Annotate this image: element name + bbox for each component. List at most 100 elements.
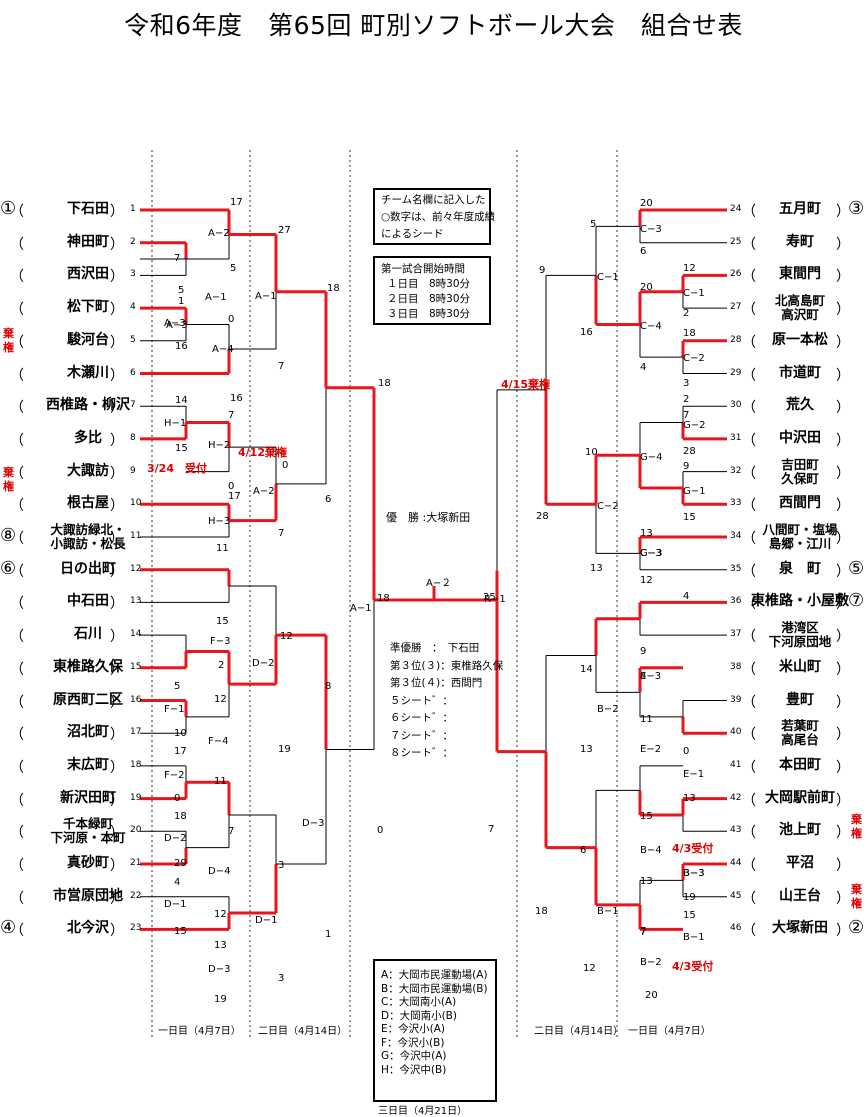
team-number: 8 (130, 432, 136, 443)
team-number: 31 (730, 432, 742, 443)
team-name: 真砂町 (67, 855, 109, 871)
paren-open: （ (742, 432, 756, 449)
score-label: 28 (683, 446, 696, 457)
team-name: 若葉町 高尾台 (781, 718, 819, 748)
seed-mark: ⑧ (0, 525, 17, 546)
score-label: 28 (536, 511, 549, 522)
score-label: 18 (535, 906, 548, 917)
winner-text: 優 勝 :大塚新田 (386, 511, 471, 524)
paren-open: （ (10, 531, 24, 547)
paren-close: ） (836, 432, 850, 449)
team-name: 神田町 (67, 233, 109, 250)
venue-line: C：大岡南小(A) (381, 996, 457, 1008)
team-number: 17 (130, 727, 142, 738)
paren-open: （ (10, 334, 24, 351)
score-label: 7 (278, 528, 285, 539)
forfeit-label: 棄権 (3, 326, 14, 354)
score-label: 7 (640, 926, 647, 937)
paren-open: （ (10, 236, 24, 253)
match-label: C−4 (640, 321, 662, 332)
score-label: 25 (483, 592, 496, 603)
match-label: H−1 (164, 418, 187, 429)
paren-close: ） (110, 400, 124, 417)
paren-open: （ (742, 400, 756, 417)
paren-open: （ (10, 923, 24, 940)
team-number: 34 (730, 531, 742, 541)
team-name: 本田町 (779, 756, 821, 773)
forfeit-label: 棄権 (851, 813, 862, 841)
seed-note-box: チーム名欄に記入した ○数字は、前々年度成績 によるシード (373, 188, 495, 245)
paren-open: （ (742, 792, 756, 809)
team-name: 東椎路久保 (53, 658, 123, 675)
paren-close: ） (110, 236, 124, 253)
score-label: 7 (683, 410, 690, 421)
match-label: D−3 (208, 964, 231, 975)
team-number: 11 (130, 531, 142, 541)
paren-close: ） (836, 923, 850, 940)
score-label: 15 (683, 512, 696, 523)
venue-line: E：今沢小(A) (381, 1023, 446, 1035)
day2-label-right: 二日目（4月14日） (534, 1026, 624, 1037)
result-line: 第３位(４)：西間門 (390, 677, 483, 689)
seed-mark: ⑦ (848, 590, 865, 612)
result-line: ８シート゛： (390, 747, 453, 759)
team-number: 37 (730, 629, 742, 640)
score-label: 18 (174, 811, 187, 822)
team-name: 池上町 (779, 822, 821, 839)
score-label: 17 (228, 491, 241, 502)
team-number: 39 (730, 694, 742, 705)
score-label: 20 (640, 198, 653, 209)
paren-close: ） (110, 204, 124, 220)
paren-open: （ (10, 694, 24, 711)
paren-open: （ (742, 629, 756, 646)
venue-line: F：今沢小(B) (381, 1036, 445, 1049)
team-name: 米山町 (779, 658, 821, 675)
team-name: 山王台 (779, 887, 821, 904)
score-label: 17 (230, 197, 243, 208)
score-label: 16 (175, 341, 188, 352)
team-name: 大諏訪緑北・ 小諏訪・松長 (50, 522, 126, 551)
start-time-box: 第一試合開始時間 １日目 8時30分 ２日目 8時30分 ３日目 8時30分 (373, 256, 491, 325)
score-label: 19 (214, 994, 227, 1005)
paren-close: ） (110, 858, 124, 874)
score-label: 11 (216, 543, 229, 554)
paren-close: ） (836, 498, 850, 515)
paren-open: （ (10, 204, 24, 220)
paren-close: ） (110, 531, 124, 547)
paren-close: ） (836, 759, 850, 776)
score-label: 13 (640, 876, 653, 887)
paren-close: ） (836, 334, 850, 351)
score-label: 2 (218, 660, 225, 671)
score-label: 0 (282, 460, 289, 471)
paren-open: （ (742, 465, 756, 482)
paren-close: ） (836, 465, 850, 482)
paren-open: （ (10, 629, 24, 646)
team-name: 西沢田 (67, 266, 109, 283)
score-label: 4 (640, 671, 647, 682)
score-label: 3 (278, 973, 285, 984)
receipt-note: 4/3受付 (672, 960, 714, 973)
score-label: 15 (216, 616, 229, 627)
paren-close: ） (836, 236, 850, 253)
paren-open: （ (10, 792, 24, 809)
score-label: 12 (583, 963, 596, 974)
paren-close: ） (110, 498, 124, 515)
score-label: 14 (175, 395, 188, 406)
score-label: 7 (228, 410, 235, 421)
paren-close: ） (836, 204, 850, 220)
paren-open: （ (10, 596, 24, 613)
score-label: 12 (640, 575, 653, 586)
team-number: 40 (730, 727, 742, 738)
match-label: D−1 (255, 915, 278, 926)
team-name: 末広町 (67, 756, 109, 773)
match-label: C−1 (597, 272, 619, 283)
team-name: 市営原団地 (53, 887, 123, 904)
score-label: 13 (214, 940, 227, 951)
day3-label: 三日目（4月21日） (378, 1106, 468, 1117)
team-name: 荒久 (786, 397, 814, 414)
team-name: 五月町 (779, 201, 821, 217)
team-number: 29 (730, 367, 742, 378)
paren-open: （ (742, 204, 756, 220)
team-name: 平沼 (786, 855, 814, 871)
score-label: 2 (683, 394, 690, 405)
